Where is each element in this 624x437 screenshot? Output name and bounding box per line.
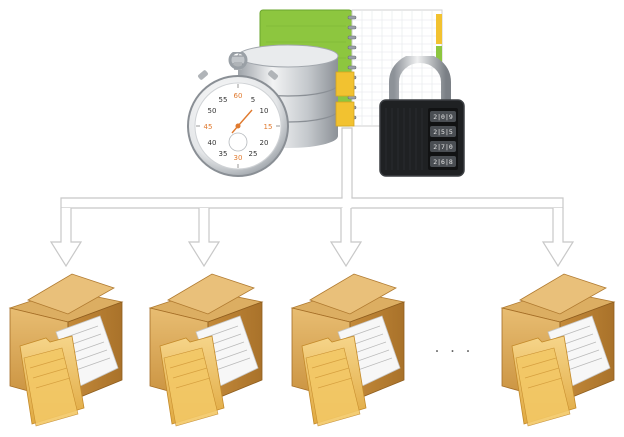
- connector-bar: [60, 197, 564, 209]
- padlock-dial: 2|7|0: [433, 143, 453, 151]
- archive-box-icon: [291, 273, 405, 427]
- arrow-3: [329, 208, 363, 268]
- stopwatch-number: 5: [251, 96, 255, 104]
- stopwatch-number: 25: [249, 150, 258, 158]
- arrow-1: [49, 208, 83, 268]
- stopwatch-number: 40: [208, 139, 217, 147]
- padlock-icon: 2|0|9 2|5|5 2|7|0 2|6|8: [379, 56, 465, 177]
- padlock-dial: 2|5|5: [433, 128, 453, 136]
- stopwatch-number: 60: [234, 92, 243, 100]
- padlock-dial: 2|6|8: [433, 158, 453, 166]
- stopwatch-number: 50: [208, 107, 217, 115]
- connector-trunk: [341, 127, 353, 198]
- archive-box-icon: [9, 273, 123, 427]
- stopwatch-number: 20: [260, 139, 269, 147]
- stopwatch-number: 30: [234, 154, 243, 162]
- ellipsis-more: . . .: [434, 338, 474, 356]
- stopwatch-number: 55: [219, 96, 228, 104]
- stopwatch-number: 35: [219, 150, 228, 158]
- stopwatch-number: 45: [204, 123, 213, 131]
- arrow-2: [187, 208, 221, 268]
- stopwatch-hand: [237, 109, 253, 127]
- stopwatch-number: 15: [264, 123, 273, 131]
- archive-box-icon: [501, 273, 615, 427]
- stopwatch-number: 10: [260, 107, 269, 115]
- stopwatch-icon: 60 5 10 15 20 25 30 35 40 45 50 55: [187, 52, 289, 177]
- arrow-4: [541, 208, 575, 268]
- connector-junction: [342, 190, 352, 209]
- padlock-dial: 2|0|9: [433, 113, 453, 121]
- archive-box-icon: [149, 273, 263, 427]
